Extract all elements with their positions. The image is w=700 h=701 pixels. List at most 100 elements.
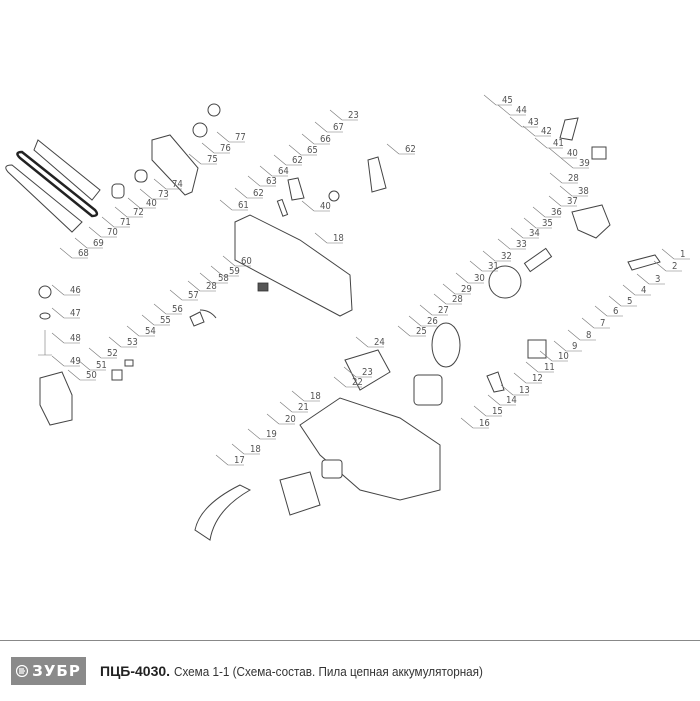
callout-leader: [266, 413, 295, 425]
callout-label: 51: [96, 360, 107, 371]
callout-leader: [522, 125, 551, 137]
callout-label: 45: [502, 95, 513, 106]
callout-label: 25: [416, 326, 427, 337]
callout-leader: [469, 260, 498, 272]
callout-label: 5: [627, 296, 632, 307]
callout-label: 40: [567, 148, 578, 159]
callout-label: 56: [172, 304, 183, 315]
callout-label: 35: [542, 218, 553, 229]
callout-label: 64: [278, 166, 289, 177]
callout-label: 65: [307, 145, 318, 156]
callout-leader: [216, 131, 245, 143]
spring-63: [276, 198, 289, 217]
saw-chain: [16, 150, 99, 218]
side-cover: [151, 134, 199, 196]
callout-leader: [523, 217, 552, 229]
callout-leader: [386, 143, 415, 155]
callout-leader: [108, 336, 137, 348]
callout-leader: [636, 273, 665, 285]
callout-leader: [333, 376, 362, 388]
callout-labels: 4544434241403977767574734072717069682367…: [51, 94, 690, 466]
callout-leader: [567, 329, 596, 341]
callout-leader: [513, 372, 542, 384]
callout-label: 14: [506, 395, 517, 406]
callout-label: 63: [266, 176, 277, 187]
callout-leader: [127, 197, 156, 209]
callout-label: 10: [558, 351, 569, 362]
chain-cover-bar: [5, 164, 83, 233]
callout-label: 77: [235, 132, 246, 143]
callout-label: 22: [352, 377, 363, 388]
callout-leader: [553, 340, 582, 352]
callout-leader: [473, 405, 502, 417]
callout-leader: [59, 247, 88, 259]
callout-leader: [408, 315, 437, 327]
label-plate: [257, 282, 269, 292]
callout-label: 60: [241, 256, 252, 267]
callout-label: 19: [266, 429, 277, 440]
callout-label: 36: [551, 207, 562, 218]
motor: [413, 374, 443, 406]
callout-label: 26: [427, 316, 438, 327]
callout-leader: [455, 272, 484, 284]
callout-leader: [581, 317, 610, 329]
callout-leader: [314, 121, 343, 133]
callout-label: 18: [250, 444, 261, 455]
pump: [111, 369, 123, 381]
callout-leader: [114, 206, 143, 218]
callout-leader: [525, 361, 554, 373]
callout-leader: [343, 366, 372, 378]
callout-leader: [442, 283, 471, 295]
callout-leader: [199, 272, 228, 284]
diagram-caption: ПЦБ-4030. Схема 1-1 (Схема-состав. Пила …: [100, 663, 517, 679]
callout-label: 72: [133, 207, 144, 218]
callout-leader: [487, 394, 516, 406]
callout-leader: [101, 216, 130, 228]
shaft: [523, 247, 553, 273]
bracket-38: [571, 204, 611, 239]
callout-label: 50: [86, 370, 97, 381]
callout-label: 4: [641, 285, 646, 296]
callout-leader: [497, 104, 526, 116]
callout-leader: [301, 133, 330, 145]
callout-label: 11: [544, 362, 555, 373]
callout-leader: [548, 195, 577, 207]
callout-label: 8: [586, 330, 591, 341]
callout-label: 2: [672, 261, 677, 272]
callout-label: 59: [229, 266, 240, 277]
callout-label: 40: [146, 198, 157, 209]
callout-label: 18: [333, 233, 344, 244]
callout-leader: [419, 304, 448, 316]
guide-bar: [33, 139, 101, 201]
gear-65: [328, 190, 340, 202]
callout-leader: [219, 199, 248, 211]
callout-label: 1: [680, 249, 685, 260]
callout-leader: [539, 350, 568, 362]
callout-label: 23: [348, 110, 359, 121]
callout-leader: [532, 206, 561, 218]
callout-label: 55: [160, 315, 171, 326]
housing-right: [299, 397, 441, 501]
callout-label: 33: [516, 239, 527, 250]
callout-label: 57: [188, 290, 199, 301]
callout-label: 29: [461, 284, 472, 295]
callout-leader: [560, 157, 589, 169]
callout-leader: [77, 359, 106, 371]
callout-leader: [141, 314, 170, 326]
callout-label: 18: [310, 391, 321, 402]
callout-leader: [279, 401, 308, 413]
callout-label: 31: [488, 261, 499, 272]
callout-leader: [291, 390, 320, 402]
motor-mount: [321, 459, 343, 479]
switch-1: [627, 254, 661, 271]
callout-leader: [534, 137, 563, 149]
callout-label: 68: [78, 248, 89, 259]
callout-leader: [460, 417, 489, 429]
plate-64: [287, 177, 305, 201]
trigger-14: [486, 371, 505, 393]
tube-57: [199, 309, 217, 319]
callout-label: 53: [127, 337, 138, 348]
callout-leader: [288, 144, 317, 156]
callout-label: 62: [253, 188, 264, 199]
model-number: ПЦБ-4030.: [100, 663, 171, 679]
